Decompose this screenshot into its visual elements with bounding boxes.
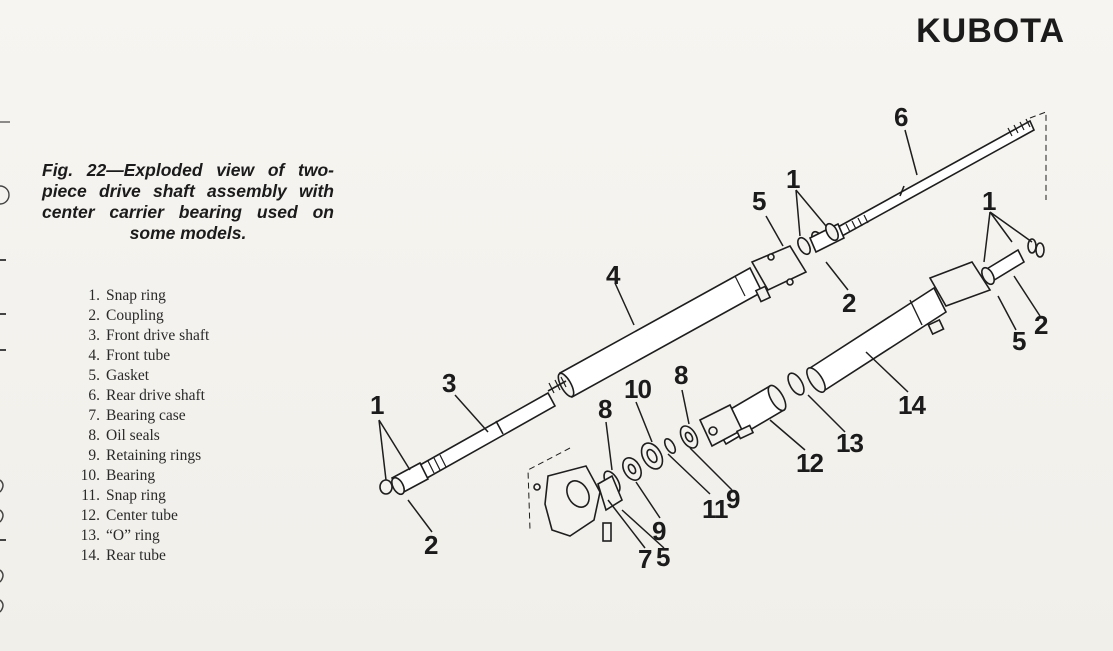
legend-label: Snap ring [106, 487, 166, 504]
leader-lines [378, 129, 1041, 549]
rear-drive-shaft [836, 111, 1047, 238]
callout-8-left: 8 [598, 394, 612, 424]
callout-1-upper: 1 [786, 164, 800, 194]
legend-label: Rear drive shaft [106, 387, 205, 404]
legend-item: 13. “O” ring [78, 526, 209, 546]
legend-label: Gasket [106, 367, 150, 384]
callout-4: 4 [606, 260, 621, 290]
callout-13: 13 [836, 428, 863, 458]
callout-2-left: 2 [424, 530, 438, 560]
callout-7: 7 [638, 544, 652, 574]
callout-1-left: 1 [370, 390, 384, 420]
legend-label: Oil seals [106, 427, 160, 444]
parts-legend: 1. Snap ring 2. Coupling 3. Front drive sha… [78, 286, 210, 566]
bearing-case [527, 447, 612, 542]
lower-gasket [597, 474, 623, 512]
legend-number: 13. [80, 527, 100, 544]
callout-2-right: 2 [1034, 310, 1048, 340]
callout-5-upper: 5 [752, 186, 766, 216]
legend-label: Rear tube [106, 547, 166, 564]
legend-label: Front drive shaft [106, 327, 210, 344]
legend-item: 5. Gasket [78, 366, 209, 386]
legend-label: “O” ring [106, 527, 160, 544]
legend-number: 3. [88, 327, 100, 344]
legend-item: 3. Front drive shaft [78, 326, 209, 346]
brand-title: KUBOTA [916, 12, 1065, 50]
legend-number: 12. [80, 507, 100, 524]
legend-number: 2. [88, 307, 100, 324]
callout-6: 6 [894, 102, 908, 132]
legend-number: 14. [80, 547, 100, 564]
callout-14: 14 [898, 390, 926, 420]
page-edge-marks [0, 121, 10, 613]
callout-12: 12 [796, 448, 823, 478]
legend-item: 4. Front tube [78, 346, 209, 366]
callout-9-lower: 9 [652, 516, 666, 546]
legend-item: 7. Bearing case [78, 406, 209, 426]
legend-item: 6. Rear drive shaft [78, 386, 209, 406]
callout-9-right: 9 [726, 484, 740, 514]
legend-number: 9. [88, 447, 100, 464]
upper-coupling [797, 222, 846, 256]
right-coupling [981, 238, 1045, 286]
legend-number: 7. [88, 407, 100, 424]
callout-5-lower: 5 [656, 542, 670, 572]
legend-number: 4. [88, 347, 100, 364]
callout-2-upper: 2 [842, 288, 856, 318]
callout-5-right: 5 [1012, 326, 1026, 356]
o-ring [787, 372, 805, 396]
legend-number: 11. [81, 487, 100, 504]
legend-item: 11. Snap ring [78, 486, 209, 506]
legend-item: 8. Oil seals [78, 426, 209, 446]
legend-label: Retaining rings [106, 447, 202, 464]
legend-number: 8. [88, 427, 100, 444]
legend-label: Snap ring [106, 287, 166, 304]
callouts: 1 2 3 4 5 1 6 2 1 2 5 14 13 12 8 10 8 9 … [370, 102, 1049, 574]
callout-8-right: 8 [674, 360, 688, 390]
rear-tube [806, 261, 992, 394]
center-tube [698, 384, 787, 448]
callout-11: 11 [702, 494, 728, 524]
legend-number: 5. [88, 367, 100, 384]
bearing-stack [603, 425, 699, 494]
front-drive-shaft [379, 391, 557, 496]
front-tube [547, 266, 764, 399]
legend-item: 14. Rear tube [78, 546, 209, 566]
legend-number: 6. [88, 387, 100, 404]
callout-10: 10 [624, 374, 651, 404]
legend-item: 1. Snap ring [78, 286, 209, 306]
legend-label: Coupling [106, 307, 164, 324]
legend-item: 10. Bearing [78, 466, 209, 486]
legend-label: Front tube [106, 347, 171, 364]
legend-label: Center tube [106, 507, 178, 524]
callout-1-right: 1 [982, 186, 996, 216]
legend-number: 10. [80, 467, 100, 484]
gasket-upper [750, 244, 808, 303]
legend-item: 9. Retaining rings [78, 446, 209, 466]
figure-caption: Fig. 22—Exploded view of two- piece driv… [42, 160, 334, 243]
legend-label: Bearing [106, 467, 156, 484]
legend-label: Bearing case [106, 407, 186, 424]
callout-3: 3 [442, 368, 456, 398]
legend-item: 12. Center tube [78, 506, 209, 526]
legend-item: 2. Coupling [78, 306, 209, 326]
legend-number: 1. [88, 287, 100, 304]
